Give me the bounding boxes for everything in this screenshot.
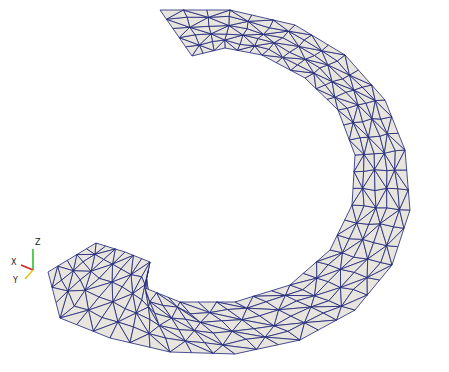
mesh-triangle [342, 295, 368, 310]
mesh-triangle [372, 85, 385, 101]
mesh-triangle [375, 170, 387, 191]
mesh-triangle [73, 262, 91, 272]
mesh-triangle [329, 288, 342, 307]
mesh-triangle [77, 249, 95, 255]
axis-label: Y [13, 276, 18, 285]
mesh-triangle [354, 155, 364, 172]
mesh-triangle [387, 133, 405, 150]
mesh-triangle [395, 170, 409, 190]
mesh-triangle [183, 10, 208, 17]
mesh-triangle [352, 188, 364, 205]
z-axis [32, 249, 34, 270]
mesh-triangle [273, 20, 295, 31]
mesh-triangle [363, 188, 376, 208]
mesh-triangle [173, 27, 190, 37]
mesh-triangle [354, 171, 364, 188]
mesh-triangle [208, 16, 229, 25]
mesh-triangle [387, 117, 398, 134]
mesh-triangle [345, 55, 358, 75]
mesh-triangle [363, 188, 376, 208]
mesh-triangle [387, 228, 404, 246]
mesh-triangle [209, 26, 229, 34]
mesh-triangle [187, 17, 208, 27]
mesh-triangle [353, 278, 367, 295]
mesh-triangle [130, 334, 150, 348]
mesh-triangle [384, 151, 395, 170]
mesh-triangle [387, 246, 398, 265]
mesh-triangle [375, 100, 391, 117]
mesh-triangle [77, 310, 94, 331]
mesh-triangle [183, 10, 208, 17]
mesh-triangle [207, 10, 230, 17]
mesh-triangle [68, 280, 85, 291]
mesh-triangle [387, 188, 400, 209]
mesh-triangle [208, 17, 229, 26]
mesh-triangle [160, 10, 183, 19]
axis-label: X [11, 258, 16, 267]
mesh-triangle [387, 188, 400, 209]
y-axis [25, 270, 33, 279]
mesh-triangle [211, 34, 227, 40]
mesh-triangle [354, 155, 364, 172]
mesh-triangle [353, 172, 363, 189]
mesh-triangle [354, 259, 367, 278]
mesh-triangle [305, 320, 337, 330]
mesh-triangle [225, 35, 243, 44]
mesh-triangle [364, 155, 375, 172]
mesh-triangle [400, 190, 411, 210]
mesh-triangle [230, 10, 252, 21]
mesh-triangle [364, 154, 374, 170]
mesh-triangle [395, 150, 407, 170]
mesh-triangle [303, 262, 317, 278]
mesh-triangle [248, 15, 273, 21]
mesh-triangle [387, 134, 405, 151]
mesh-triangle [367, 278, 380, 295]
mesh-triangle [312, 35, 329, 51]
mesh-triangle [328, 269, 340, 287]
mesh-triangle [395, 170, 409, 190]
mesh-triangle [375, 170, 388, 189]
x-axis [21, 265, 33, 270]
triangle-mesh [48, 10, 410, 354]
mesh-triangle [376, 188, 387, 208]
mesh-triangle [223, 345, 257, 354]
axis-label: Z [35, 238, 40, 247]
axes-triad [21, 249, 33, 279]
mesh-triangle [363, 170, 375, 191]
mesh-triangle [375, 101, 391, 120]
mesh-triangle [110, 322, 130, 343]
mesh-triangle [265, 337, 300, 345]
mesh-triangle [367, 265, 392, 280]
mesh-triangle [328, 253, 342, 269]
mesh-triangle [375, 188, 387, 208]
mesh-triangle [400, 210, 411, 229]
